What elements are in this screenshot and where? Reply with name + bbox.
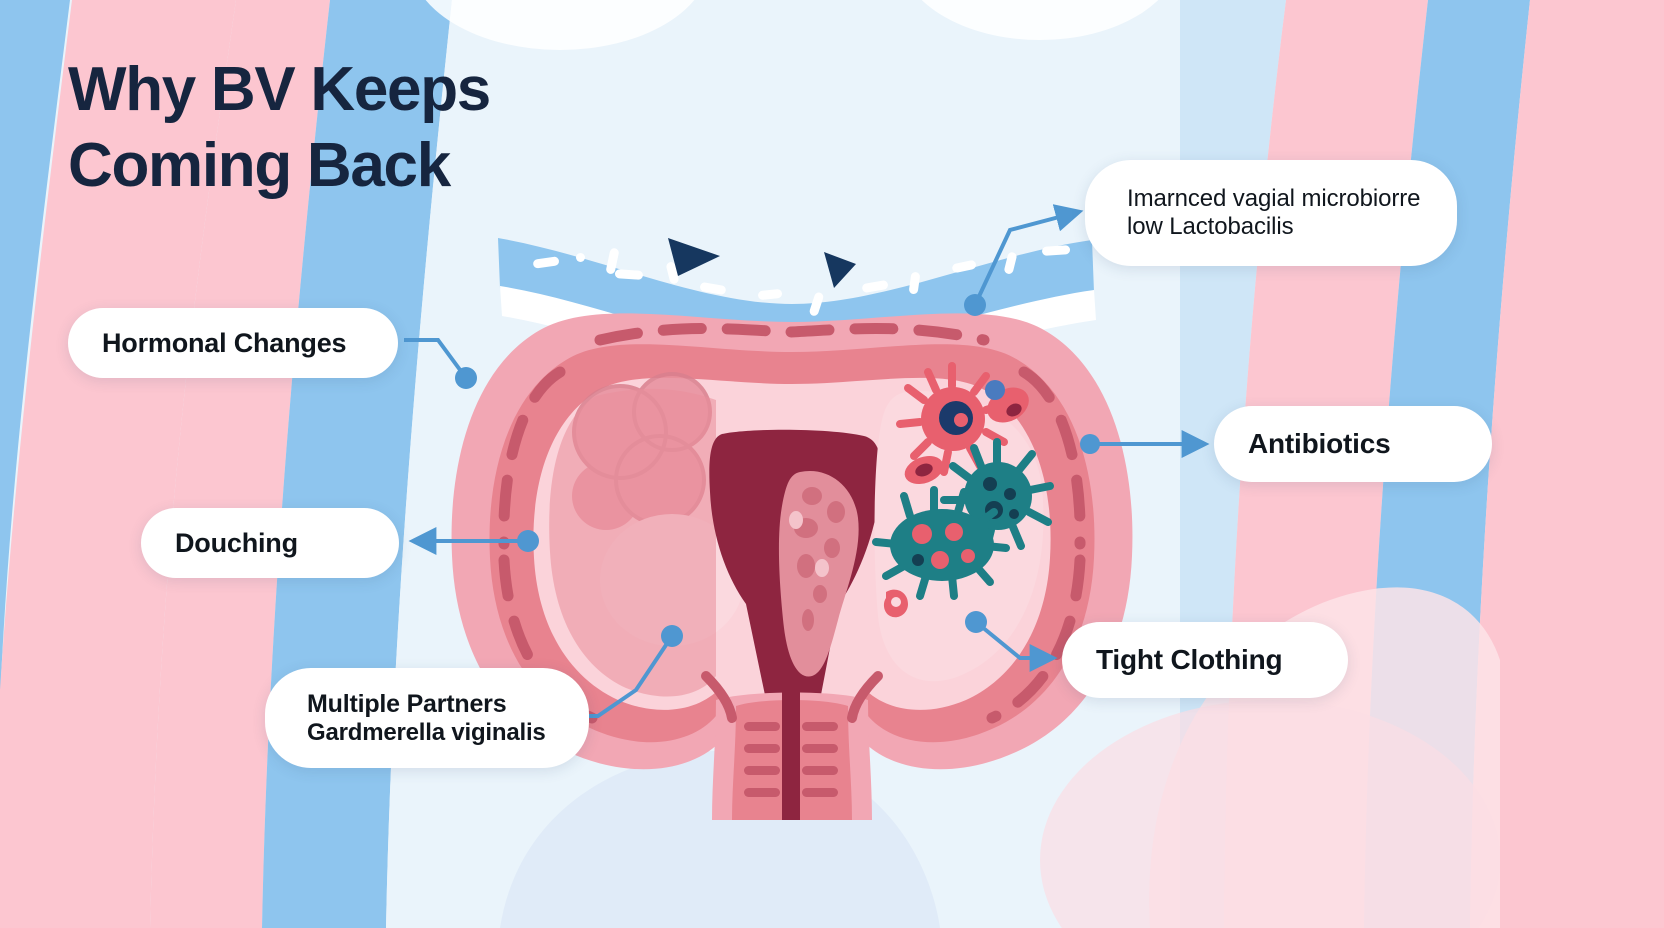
label-line-2: Gardmerella viginalis [307, 718, 546, 746]
label-card-antibiotics[interactable]: Antibiotics [1214, 406, 1492, 482]
lactobacilli-rods-white [533, 245, 1071, 316]
connector-partners [576, 634, 674, 718]
label-line-1: Tight Clothing [1096, 644, 1283, 675]
label-line-1: Hormonal Changes [102, 327, 347, 358]
microbe-teal-rod [872, 486, 1010, 600]
connector-dots [455, 294, 1100, 647]
label-card-tight-clothing[interactable]: Tight Clothing [1062, 622, 1348, 698]
connector-hormonal [404, 338, 468, 380]
label-card-hormonal-changes[interactable]: Hormonal Changes [68, 308, 398, 378]
microbe-coral-oval [985, 380, 1029, 423]
page-title: Why BV Keeps Coming Back [68, 55, 491, 200]
vaginal-ridges [744, 722, 838, 797]
connector-microbiome [973, 204, 1084, 306]
navy-triangle-markers [668, 238, 856, 288]
label-line-1: Multiple Partners [307, 689, 507, 718]
connector-tight [974, 620, 1058, 672]
label-line-2: low Lactobacilis [1127, 213, 1294, 240]
label-line-1: Imarnced vagial microbiorre [1127, 185, 1421, 212]
blood-cell-core [915, 463, 933, 477]
label-card-douching[interactable]: Douching [141, 508, 399, 578]
left-chamber-fill [549, 388, 716, 697]
label-card-multiple-partners[interactable]: Multiple Partners Gardmerella viginalis [265, 668, 589, 768]
vaginal-canal [701, 671, 883, 820]
polyp-center [778, 470, 859, 677]
microbe-small-coral [883, 589, 908, 618]
label-line-1: Douching [175, 527, 298, 558]
label-line-1: Antibiotics [1248, 428, 1391, 459]
label-card-imbalanced-microbiome[interactable]: Imarnced vagial microbiorre low Lactobac… [1085, 160, 1457, 266]
